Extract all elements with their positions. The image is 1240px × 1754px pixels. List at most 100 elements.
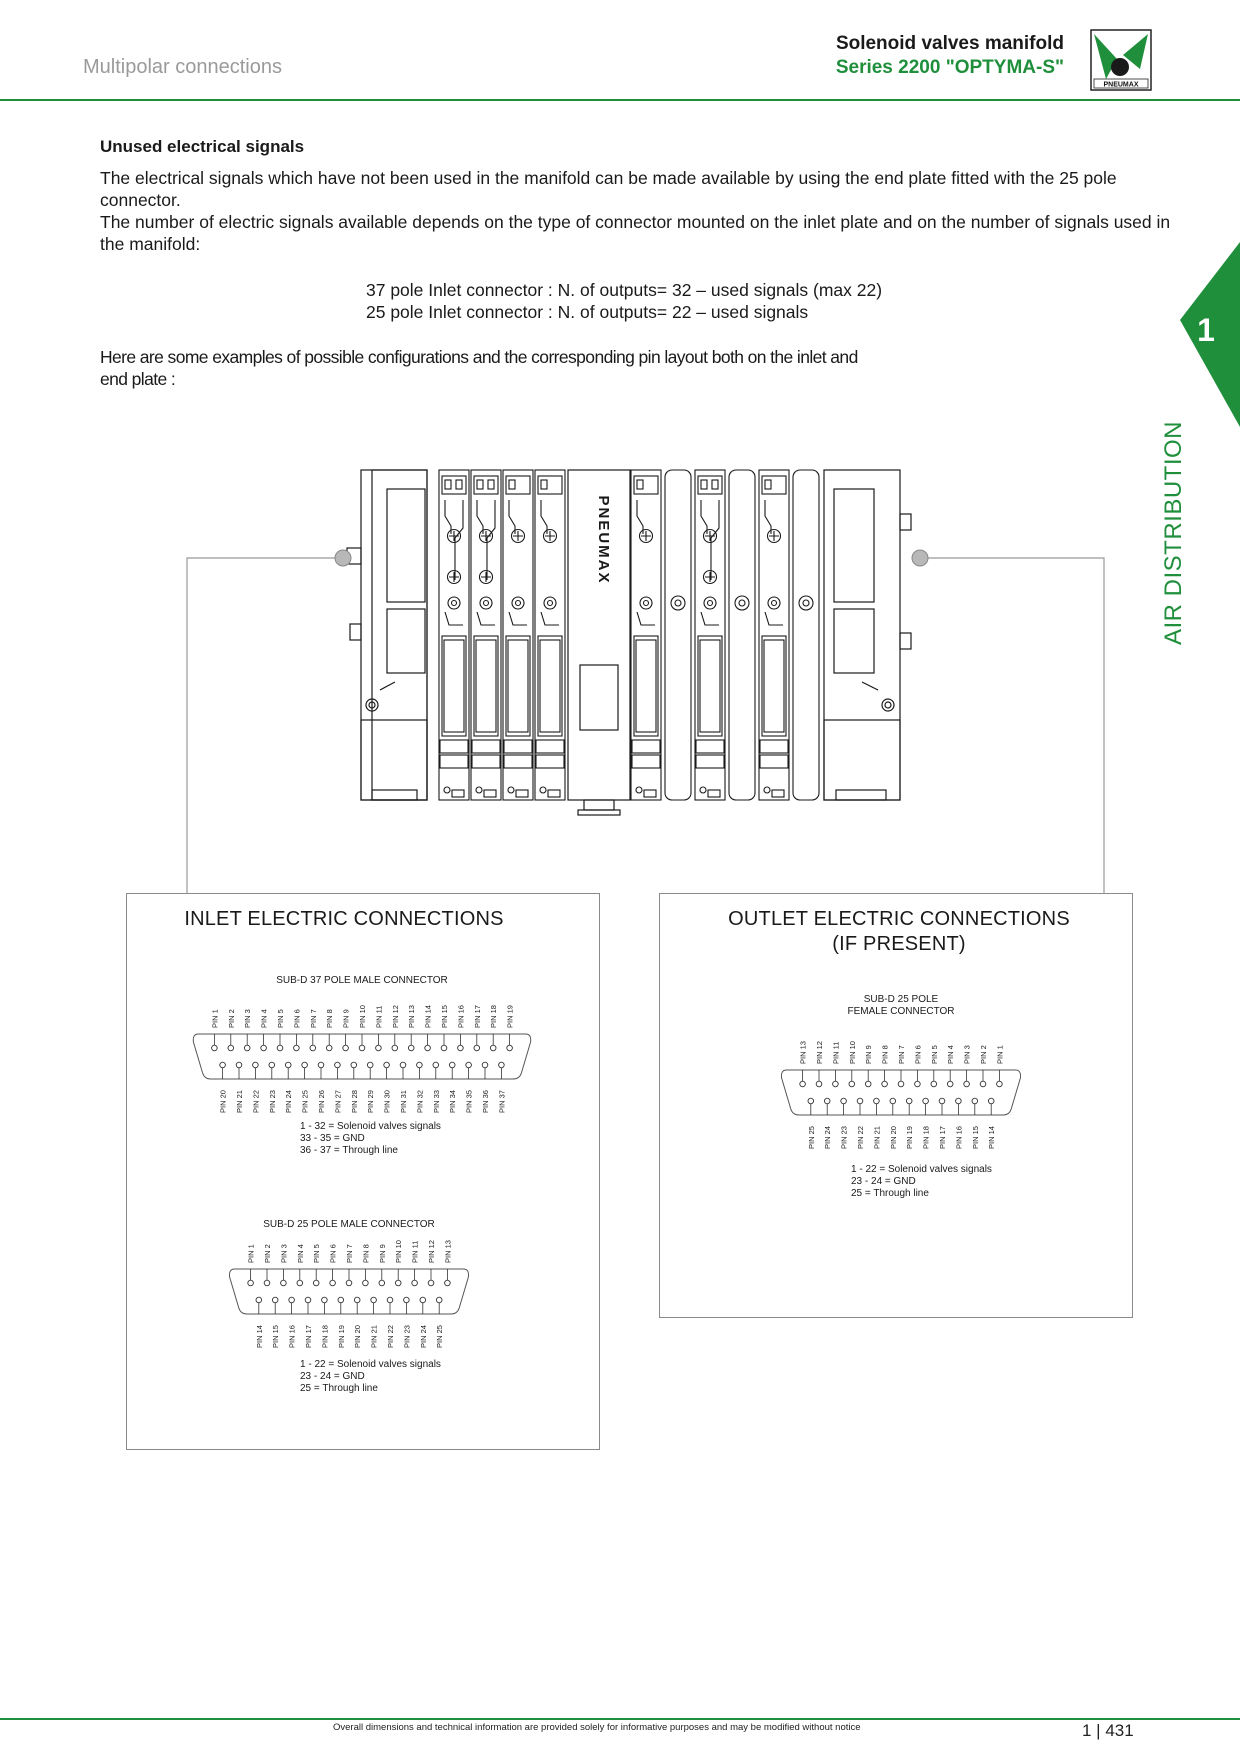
pin-label: PIN 12 [427, 1240, 436, 1263]
inlet-panel-title: INLET ELECTRIC CONNECTIONS [184, 908, 504, 930]
pin-contact [317, 1061, 325, 1069]
pin-label: PIN 25 [435, 1325, 444, 1348]
valve-label [697, 475, 723, 495]
valve-port [475, 786, 483, 794]
pin-label: PIN 5 [312, 1244, 321, 1263]
pin-label: PIN 26 [317, 1090, 326, 1113]
pin-contact [386, 1296, 394, 1304]
valve-coil-inner [507, 639, 529, 733]
valve-body [630, 469, 662, 801]
valve-screw-center [706, 599, 714, 607]
valve-base [759, 739, 789, 754]
pin-contact [260, 1044, 267, 1052]
pin-contact [334, 1061, 341, 1069]
pin-contact [979, 1080, 987, 1088]
valve-led [540, 479, 548, 490]
pin-contact [832, 1080, 839, 1088]
pin-label: PIN 22 [251, 1090, 260, 1113]
pin-label: PIN 10 [358, 1005, 367, 1028]
pin-label: PIN 20 [219, 1090, 228, 1113]
valve-screw-center [514, 599, 522, 607]
valve-screw [543, 596, 557, 610]
pin-contact [489, 1044, 497, 1052]
valve-coil [761, 635, 787, 737]
pin-label: PIN 7 [345, 1244, 354, 1263]
valve-led [444, 479, 452, 490]
connector-legend: 33 - 35 = GND [300, 1133, 365, 1144]
intro-paragraph: The electrical signals which have not be… [100, 168, 1117, 210]
pin-label: PIN 13 [799, 1041, 808, 1064]
chapter-tab: 1 [1180, 242, 1240, 427]
pin-label: PIN 7 [309, 1009, 318, 1028]
valve-screw-center [546, 599, 554, 607]
valve-screw [479, 596, 493, 610]
valve-led [700, 479, 708, 490]
pin-contact [799, 1080, 806, 1088]
valve-port [635, 786, 643, 794]
pin-contact [440, 1044, 448, 1052]
pin-label: PIN 15 [271, 1325, 280, 1348]
valve-port-label [515, 789, 529, 798]
pin-label: PIN 21 [872, 1126, 881, 1149]
valve-screw [639, 596, 653, 610]
pin-label: PIN 36 [481, 1090, 490, 1113]
pin-label: PIN 23 [268, 1090, 277, 1113]
pin-label: PIN 28 [350, 1090, 359, 1113]
pin-contact [211, 1044, 218, 1052]
pin-contact [394, 1279, 402, 1287]
pin-label: PIN 12 [815, 1041, 824, 1064]
pin-contact [506, 1044, 513, 1052]
valve-screw-center [482, 599, 490, 607]
connector-caption: SUB-D 37 POLE MALE CONNECTOR [276, 975, 448, 986]
pin-label: PIN 37 [497, 1090, 506, 1113]
valve-label [761, 475, 787, 495]
pin-contact [435, 1296, 443, 1304]
pin-contact [276, 1044, 284, 1052]
pin-label: PIN 25 [807, 1126, 816, 1149]
manual-override [702, 528, 718, 544]
pin-contact [938, 1097, 946, 1105]
pin-label: PIN 22 [856, 1126, 865, 1149]
pin-label: PIN 24 [284, 1090, 293, 1113]
pin-label: PIN 17 [938, 1126, 947, 1149]
valve-coil [473, 635, 499, 737]
pin-contact [284, 1061, 292, 1069]
pin-label: PIN 1 [210, 1009, 219, 1028]
connector-caption: SUB-D 25 POLE MALE CONNECTOR [263, 1219, 435, 1230]
manual-override [446, 569, 462, 585]
manual-override-slot [481, 572, 491, 582]
pin-label: PIN 9 [864, 1045, 873, 1064]
valve-screw [447, 596, 461, 610]
pin-contact [219, 1061, 226, 1069]
pin-label: PIN 22 [386, 1325, 395, 1348]
valve-led [487, 479, 495, 490]
connector-legend: 1 - 32 = Solenoid valves signals [300, 1121, 441, 1132]
pin-contact [971, 1097, 979, 1105]
manual-override-slot [705, 572, 715, 582]
pin-contact [889, 1097, 897, 1105]
pin-label: PIN 11 [831, 1042, 840, 1064]
valve-port-label [771, 789, 785, 798]
pin-contact [432, 1061, 440, 1069]
pin-contact [375, 1044, 382, 1052]
pin-contact [473, 1044, 481, 1052]
manual-override [478, 528, 494, 544]
pin-contact [914, 1080, 921, 1088]
pin-contact [366, 1061, 374, 1069]
series-title: Series 2200 "OPTYMA-S" [835, 57, 1064, 78]
pin-label: PIN 13 [443, 1240, 452, 1263]
valve-body [534, 469, 566, 801]
pin-label: PIN 3 [243, 1009, 252, 1028]
inlet-connections-panel [126, 893, 600, 1450]
chapter-number: 1 [1197, 312, 1215, 348]
pin-label: PIN 4 [946, 1045, 955, 1064]
blank-plate-screw-center [738, 599, 746, 607]
pin-contact [280, 1279, 287, 1287]
valve-detail [540, 611, 559, 626]
pin-label: PIN 2 [263, 1244, 272, 1263]
pin-contact [444, 1279, 451, 1287]
header-rule [0, 99, 1240, 101]
pin-label: PIN 17 [304, 1325, 313, 1348]
